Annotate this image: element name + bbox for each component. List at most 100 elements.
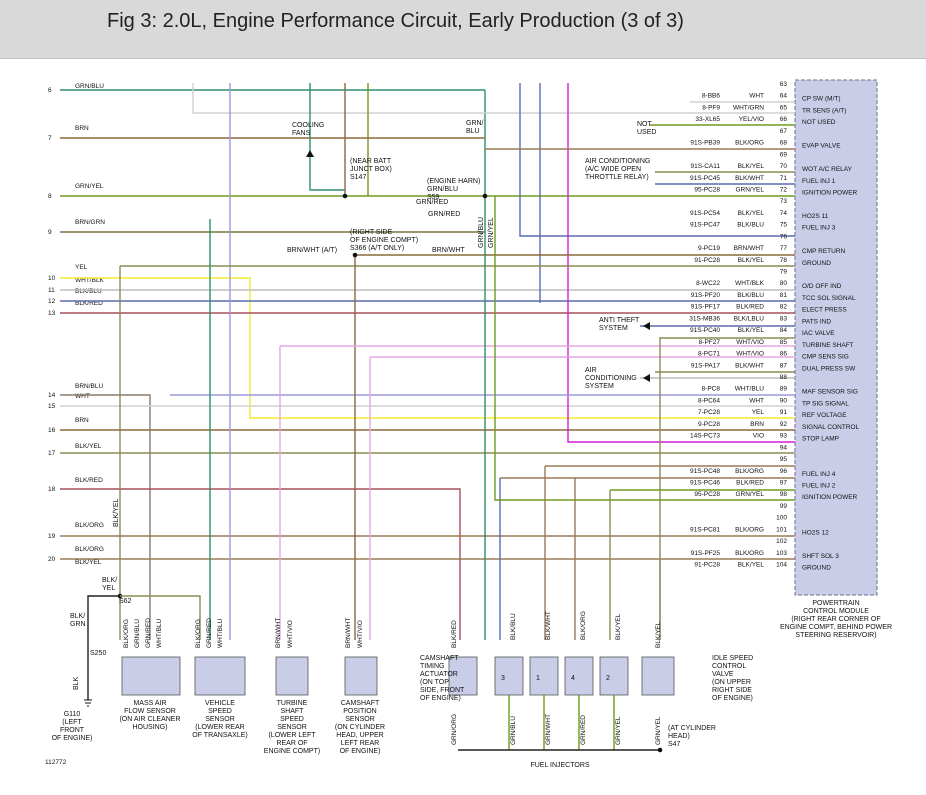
idle-speed-control-valve-label: RIGHT SIDE bbox=[712, 687, 752, 694]
pcm-pin-circuit: 91S-PF17 bbox=[691, 304, 721, 311]
idle-speed-control-valve-label: VALVE bbox=[712, 671, 734, 678]
mass-air-flow-sensor-label: HOUSING) bbox=[133, 724, 168, 731]
left-wire-label: BLK/ORG bbox=[75, 522, 104, 529]
pcm-pin-color: BLK/YEL bbox=[738, 257, 765, 264]
camshaft-position-sensor-label: (ON CYLINDER bbox=[335, 724, 385, 731]
pcm-pin-number: 99 bbox=[780, 503, 788, 510]
arrow-left-icon bbox=[643, 374, 650, 382]
left-wire-label: GRN/BLU bbox=[75, 83, 104, 90]
wire-label: GRN/ORG bbox=[451, 714, 458, 745]
injector-wire-label: BLK/WHT bbox=[545, 611, 552, 640]
left-wire-label: BLK/YEL bbox=[75, 443, 102, 450]
pcm-pin-number: 73 bbox=[780, 198, 788, 205]
pcm-pin-circuit: 8-WC22 bbox=[696, 280, 720, 287]
not-used-label: NOT bbox=[637, 121, 653, 128]
pcm-pin-circuit: 8-PF9 bbox=[702, 104, 720, 111]
pcm-pin-number: 81 bbox=[780, 292, 788, 299]
row-number: 19 bbox=[48, 533, 56, 540]
mass-air-flow-sensor bbox=[121, 656, 181, 696]
pcm-pin-function: GROUND bbox=[802, 260, 831, 267]
turbine-shaft-speed-sensor-label: SENSOR bbox=[277, 724, 307, 731]
injector-wire-label: GRN/BLU bbox=[510, 716, 517, 745]
turbine-shaft-speed-sensor-label: REAR OF bbox=[276, 740, 307, 747]
pcm-pin-circuit: 91-PC28 bbox=[694, 257, 720, 264]
pcm-pin-function: CP SW (M/T) bbox=[802, 96, 841, 103]
injector-number: 2 bbox=[606, 675, 610, 682]
pcm-pin-color: YEL/VIO bbox=[739, 116, 764, 123]
pcm-pin-function: SIGNAL CONTROL bbox=[802, 424, 860, 431]
pcm-pin-color: BLK/BLU bbox=[737, 222, 764, 229]
wire-label: BRN/WHT bbox=[275, 618, 282, 648]
idle-speed-control-valve-label: IDLE SPEED bbox=[712, 655, 753, 662]
wire-blk-blu-v bbox=[519, 83, 795, 237]
injector-number: 1 bbox=[536, 675, 540, 682]
g110-label: OF ENGINE) bbox=[52, 735, 93, 742]
pcm-pin-function: TURBINE SHAFT bbox=[802, 342, 854, 349]
s62-label: S62 bbox=[119, 598, 132, 605]
camshaft-timing-actuator-label: ACTUATOR bbox=[420, 671, 458, 678]
camshaft-timing-actuator-label: TIMING bbox=[420, 663, 445, 670]
grn-red-label: GRN/RED bbox=[428, 211, 460, 218]
figure-number: 112772 bbox=[45, 759, 67, 766]
wire-yel-10 bbox=[60, 277, 795, 419]
row-number: 14 bbox=[48, 392, 56, 399]
pcm-pin-number: 104 bbox=[776, 562, 787, 569]
pcm-pin-function: IGNITION POWER bbox=[802, 494, 858, 501]
anti-theft-label: ANTI THEFT bbox=[599, 317, 640, 324]
row-number: 16 bbox=[48, 427, 56, 434]
air-cond-system-label: CONDITIONING bbox=[585, 375, 637, 382]
mass-air-flow-sensor-label: MASS AIR bbox=[133, 700, 166, 707]
left-wire-label: BLK/RED bbox=[75, 300, 103, 307]
pcm-pin-number: 86 bbox=[780, 351, 788, 358]
pcm-pin-number: 74 bbox=[780, 210, 788, 217]
pcm-pin-number: 92 bbox=[780, 421, 788, 428]
pcm-pin-number: 65 bbox=[780, 104, 788, 111]
air-cond-relay-label: AIR CONDITIONING bbox=[585, 158, 650, 165]
pcm-pin-number: 71 bbox=[780, 175, 788, 182]
wire-magenta bbox=[567, 83, 795, 443]
row-number: 6 bbox=[48, 87, 52, 94]
grn-red-label: GRN/RED bbox=[416, 199, 448, 206]
s147-label: (NEAR BATT bbox=[350, 158, 392, 165]
idle-speed-control-valve-label: OF ENGINE) bbox=[712, 695, 753, 702]
air-cond-relay-label: (A/C WIDE OPEN bbox=[585, 166, 641, 173]
camshaft-position-sensor-label: POSITION bbox=[343, 708, 376, 715]
pcm-pin-color: GRN/YEL bbox=[735, 491, 764, 498]
left-wire-label: BLK/YEL bbox=[75, 559, 102, 566]
row-number: 15 bbox=[48, 403, 56, 410]
pcm-pin-function: IGNITION POWER bbox=[802, 189, 858, 196]
wire-label: WHT/VIO bbox=[287, 620, 294, 648]
pcm-pin-color: BLK/BLU bbox=[737, 292, 764, 299]
vehicle-speed-sensor-label: (LOWER REAR bbox=[195, 724, 244, 731]
row-number: 12 bbox=[48, 298, 56, 305]
splice-s147 bbox=[342, 193, 348, 199]
wire-grn-blu-fan bbox=[309, 83, 345, 191]
row-number: 7 bbox=[48, 135, 52, 142]
camshaft-position-sensor-label: SENSOR bbox=[345, 716, 375, 723]
pcm-pin-color: YEL bbox=[752, 409, 765, 416]
pcm-pin-color: GRN/YEL bbox=[735, 186, 764, 193]
pcm-pin-color: BLK/LBLU bbox=[734, 315, 765, 322]
turbine-shaft-speed-sensor-label: ENGINE COMPT) bbox=[264, 748, 320, 755]
pcm-pin-function: O/D OFF IND bbox=[802, 283, 842, 290]
pcm-pin-color: BLK/RED bbox=[736, 479, 764, 486]
brn-wht-at-label: BRN/WHT (A/T) bbox=[287, 247, 337, 254]
wire-label: BLK/ORG bbox=[195, 619, 202, 648]
pcm-pin-circuit: 14S-PC73 bbox=[690, 433, 720, 440]
wire-label: BLK/ORG bbox=[123, 619, 130, 648]
blk-grn-label: BLK/ bbox=[70, 613, 85, 620]
pcm-pin-function: CMP SENS SIG bbox=[802, 354, 849, 361]
camshaft-position-sensor bbox=[344, 656, 378, 696]
pcm-pin-circuit: 91-PC28 bbox=[694, 562, 720, 569]
turbine-shaft-speed-sensor-label: TURBINE bbox=[277, 700, 308, 707]
pcm-pin-number: 88 bbox=[780, 374, 788, 381]
pcm-caption: (RIGHT REAR CORNER OF bbox=[791, 616, 880, 623]
pcm-pin-number: 72 bbox=[780, 186, 788, 193]
pcm-pin-function: REF VOLTAGE bbox=[802, 412, 847, 419]
pcm-pin-circuit: 31S-MB36 bbox=[689, 315, 720, 322]
wire-label: WHT/VIO bbox=[357, 620, 364, 648]
wire-label: GRN/RED bbox=[206, 618, 213, 648]
wire bbox=[120, 595, 201, 640]
pcm-pin-function: IAC VALVE bbox=[802, 330, 835, 337]
